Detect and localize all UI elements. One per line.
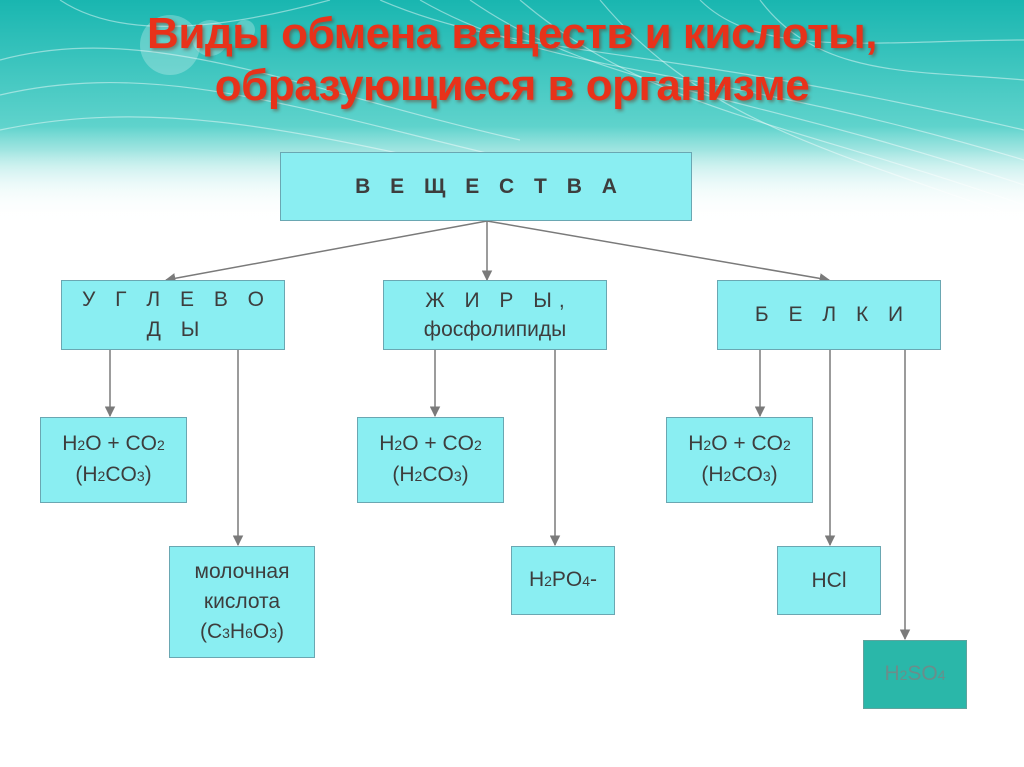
product-box-phosphate: H2PO4- [511, 546, 615, 615]
product-box-lactic-acid: молочная кислота (C3H6O3) [169, 546, 315, 658]
product-box-proteins: H2O + CO2 (H2CO3) [666, 417, 813, 503]
category-label-carbohydrates: У Г Л Е В О Д Ы [81, 288, 271, 341]
product-box-hcl: HCl [777, 546, 881, 615]
slide-title-line-1: Виды обмена веществ и кислоты, [147, 9, 877, 58]
slide-title-line-2: образующиеся в организме [214, 61, 810, 110]
category-sublabel-fats: фосфолипиды [423, 318, 567, 341]
lactic-label-line-1: молочная [194, 559, 290, 583]
product-box-sulfuric-acid: H2SO4 [863, 640, 967, 709]
product-box-fats: H2O + CO2 (H2CO3) [357, 417, 504, 503]
arrow-root-to-carbohydrates [164, 220, 488, 284]
category-label-proteins: Б Е Л К И [754, 303, 911, 326]
lactic-label-line-2: кислота [203, 589, 281, 613]
formula-hcl: HCl [811, 568, 847, 592]
category-box-carbohydrates: У Г Л Е В О Д Ы [61, 280, 285, 350]
root-box-substances: В Е Щ Е С Т В А [280, 152, 692, 221]
formula-phosphate: H2PO4- [528, 568, 598, 591]
formula-water-co2: H2O + CO2 [379, 432, 482, 455]
formula-water-co2: H2O + CO2 [688, 432, 791, 455]
formula-sulfuric-acid: H2SO4 [884, 662, 946, 685]
category-box-fats: Ж И Р Ы, фосфолипиды [383, 280, 607, 350]
product-box-carbohydrates: H2O + CO2 (H2CO3) [40, 417, 187, 503]
root-label: В Е Щ Е С Т В А [355, 174, 624, 198]
arrow-root-to-proteins [486, 220, 831, 284]
slide-title: Виды обмена веществ и кислоты, образующи… [0, 8, 1024, 112]
category-label-fats: Ж И Р Ы, [425, 289, 572, 312]
formula-carbonic-acid: (H2CO3) [392, 463, 469, 486]
category-box-proteins: Б Е Л К И [717, 280, 941, 350]
formula-water-co2: H2O + CO2 [62, 432, 165, 455]
formula-carbonic-acid: (H2CO3) [75, 463, 152, 486]
formula-lactic-acid: (C3H6O3) [199, 619, 285, 643]
formula-carbonic-acid: (H2CO3) [701, 463, 778, 486]
